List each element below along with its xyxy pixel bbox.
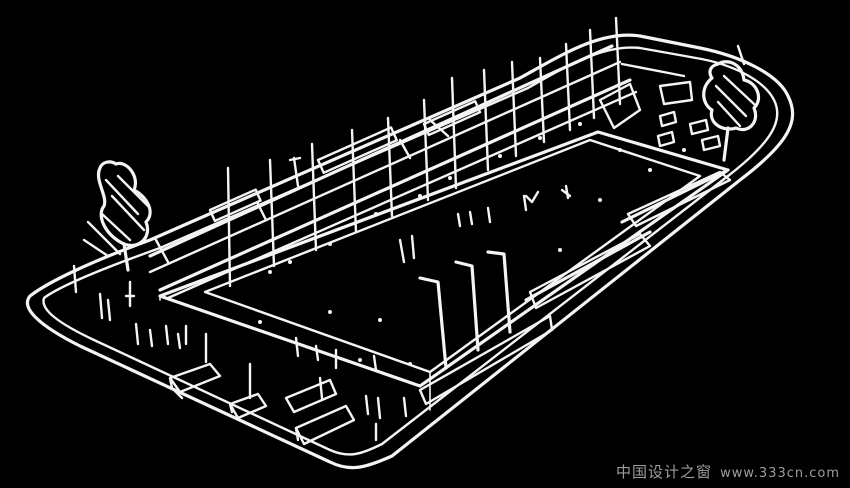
watermark: 中国设计之窗 www.333cn.com bbox=[616, 461, 840, 482]
watermark-url: www.333cn.com bbox=[720, 466, 840, 481]
field-structures bbox=[418, 62, 686, 370]
side-terrace bbox=[418, 168, 732, 406]
inner-field bbox=[158, 130, 730, 411]
back-gallery bbox=[148, 44, 638, 300]
tree-left bbox=[82, 160, 152, 272]
figures bbox=[72, 184, 572, 442]
watermark-site-name: 中国设计之窗 bbox=[616, 463, 713, 481]
light-masts bbox=[226, 16, 622, 288]
tree-right bbox=[702, 44, 760, 162]
benches bbox=[168, 80, 722, 446]
platform-outline bbox=[25, 33, 795, 470]
crowd-dots bbox=[258, 122, 686, 366]
